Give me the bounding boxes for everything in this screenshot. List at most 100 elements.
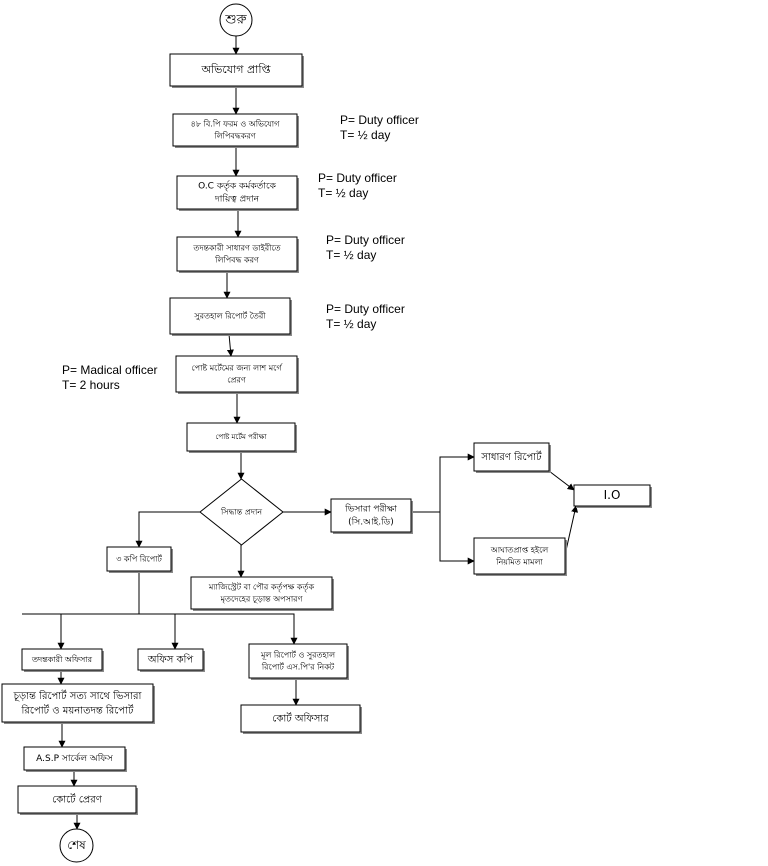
node-shape-rect [190,576,333,610]
node-start[interactable]: শুরু [219,3,253,37]
node-shape-rect [172,113,298,147]
node-label: সুরতহাল রিপোর্ট তৈরী [193,311,266,321]
node-label: লিপিবদ্ধকরণ [213,131,255,140]
node-complaint-received[interactable]: অভিযোগ প্রাপ্তি [169,53,304,88]
node-bp-form[interactable]: ৪৮ বি.পি ফরম ও অভিযোগ লিপিবদ্ধকরণ [172,113,299,148]
node-shape-rect [175,355,298,393]
node-shape-circle [219,3,253,37]
node-shape-rect [1,683,154,723]
node-asp-office[interactable]: A.S.P সার্কেল অফিস [23,746,127,772]
node-label: O.C কর্তৃক কর্মকর্তাকে [198,181,277,192]
node-inquest-report[interactable]: সুরতহাল রিপোর্ট তৈরী [169,297,292,336]
node-final-report[interactable]: চূড়ান্ত রিপোর্ট সত্য সাথে ভিসারারিপোর্ট… [1,683,155,724]
node-label: সিদ্ধান্ত প্রদান [220,508,262,517]
node-shape-rect [573,484,651,507]
node-shape-rect [169,297,291,335]
annotation-person: P= Duty officer [326,233,405,247]
annotation-time: T= 2 hours [62,378,120,392]
node-label: ৪৮ বি.পি ফরম ও অভিযোগ [191,120,280,129]
node-end[interactable]: শেষ [59,828,94,863]
node-shape-rect [21,648,103,671]
node-label: রিপোর্ট এস.পি'র নিকট [261,661,335,671]
node-label: তদন্তকারী সাধারণ ডাইরীতে [192,243,281,253]
annotation-time: T= ½ day [340,128,390,142]
node-label: ম্যাজিস্ট্রেট বা পৌর কর্তৃপক্ষ কর্তৃক [208,582,315,592]
node-shape-rect [186,422,296,452]
edge-viscera-to-general-report [411,453,475,513]
node-label: প্রেরণ [227,375,246,384]
node-label: সাধারণ রিপোর্ট [480,450,542,463]
node-shape-rect [137,648,204,671]
node-label: কোর্টে প্রেরণ [52,793,103,806]
node-label: দায়িত্ব প্রদান [214,194,260,205]
annotation-person: P= Duty officer [326,302,405,316]
edge-inquest-report-to-send-morgue [226,333,234,357]
annotation-time: T= ½ day [318,186,368,200]
edge-three-copy-to-original-report-sp [139,613,298,645]
node-shape-rect [17,785,137,814]
node-label: পোষ্ট মর্টেমের জন্য লাশ মর্গে [191,363,282,373]
node-shape-rect [248,643,348,679]
node-decision[interactable]: সিদ্ধান্ত প্রদান [199,478,284,546]
nodes-layer: শুরু অভিযোগ প্রাপ্তি ৪৮ বি.পি ফরম ও অভিযোগ… [1,3,652,863]
node-send-morgue[interactable]: পোষ্ট মর্টেমের জন্য লাশ মর্গে প্রেরণ [175,355,299,394]
edge-three-copy-to-investigating-officer [57,571,140,650]
node-investigating-officer[interactable]: তদন্তকারী অফিসার [21,648,104,672]
node-shape-rect [473,537,566,575]
annotation-person: P= Duty officer [318,171,397,185]
annotation-time: T= ½ day [326,317,376,331]
annotation-person: P= Duty officer [340,113,419,127]
node-io[interactable]: I.O [573,484,652,508]
node-label: আঘাতপ্রাপ্ত হইলে [490,546,550,555]
node-original-report-sp[interactable]: মূল রিপোর্ট ও সুরতহালরিপোর্ট এস.পি'র নিক… [248,643,349,680]
node-court-officer[interactable]: কোর্ট অফিসার [240,704,362,734]
node-shape-rect [106,546,172,572]
edges-layer [22,36,579,830]
edge-decision-to-three-copy [135,511,200,548]
node-label: রিপোর্ট ও ময়নাতদন্ত রিপোর্ট [21,703,134,716]
node-general-report[interactable]: সাধারণ রিপোর্ট [473,442,551,473]
node-label: তদন্তকারী অফিসার [31,654,93,664]
node-label: মূল রিপোর্ট ও সুরতহাল [260,650,336,660]
node-shape-rect [473,442,550,472]
node-label: পোষ্ট মর্টেম পরীক্ষা [216,432,268,441]
node-label: অফিস কপি [147,654,193,666]
node-label: (সি.আই.ডি) [348,517,394,528]
node-label: ৩ কপি রিপোর্ট [116,554,162,564]
node-shape-rect [176,175,298,210]
node-viscera[interactable]: ভিসারা পরীক্ষা (সি.আই.ডি) [330,498,413,534]
node-oc-assign[interactable]: O.C কর্তৃক কর্মকর্তাকে দায়িত্ব প্রদান [176,175,299,211]
node-three-copy[interactable]: ৩ কপি রিপোর্ট [106,546,173,573]
annotation-person: P= Madical officer [62,363,158,377]
edge-general-report-to-io [548,470,575,491]
node-label: শেষ [67,838,86,852]
node-gd-entry[interactable]: তদন্তকারী সাধারণ ডাইরীতে লিপিবদ্ধ করণ [176,236,299,273]
node-label: ভিসারা পরীক্ষা [344,502,397,514]
node-label: চূড়ান্ত রিপোর্ট সত্য সাথে ভিসারা [13,689,143,702]
node-label: লিপিবদ্ধ করণ [214,255,259,264]
node-label: শুরু [224,13,247,28]
node-label: A.S.P সার্কেল অফিস [36,753,114,764]
node-shape-rect [23,746,126,771]
node-shape-rect [240,704,361,733]
node-office-copy[interactable]: অফিস কপি [137,648,205,672]
node-label: I.O [604,488,621,502]
node-shape-diamond [199,478,284,546]
node-label: মৃতদেহের চূড়ান্ত অপসারণ [220,594,303,603]
node-label: নিয়মিত মামলা [495,557,543,566]
annotation-time: T= ½ day [326,248,376,262]
edge-viscera-to-regular-case [439,512,475,565]
node-regular-case[interactable]: আঘাতপ্রাপ্ত হইলে নিয়মিত মামলা [473,537,567,576]
node-postmortem[interactable]: পোষ্ট মর্টেম পরীক্ষা [186,422,297,453]
node-shape-circle [59,828,94,863]
node-label: অভিযোগ প্রাপ্তি [200,63,271,76]
node-label: কোর্ট অফিসার [272,712,329,725]
node-magistrate[interactable]: ম্যাজিস্ট্রেট বা পৌর কর্তৃপক্ষ কর্তৃক মৃত… [190,576,334,611]
node-send-court[interactable]: কোর্টে প্রেরণ [17,785,138,815]
